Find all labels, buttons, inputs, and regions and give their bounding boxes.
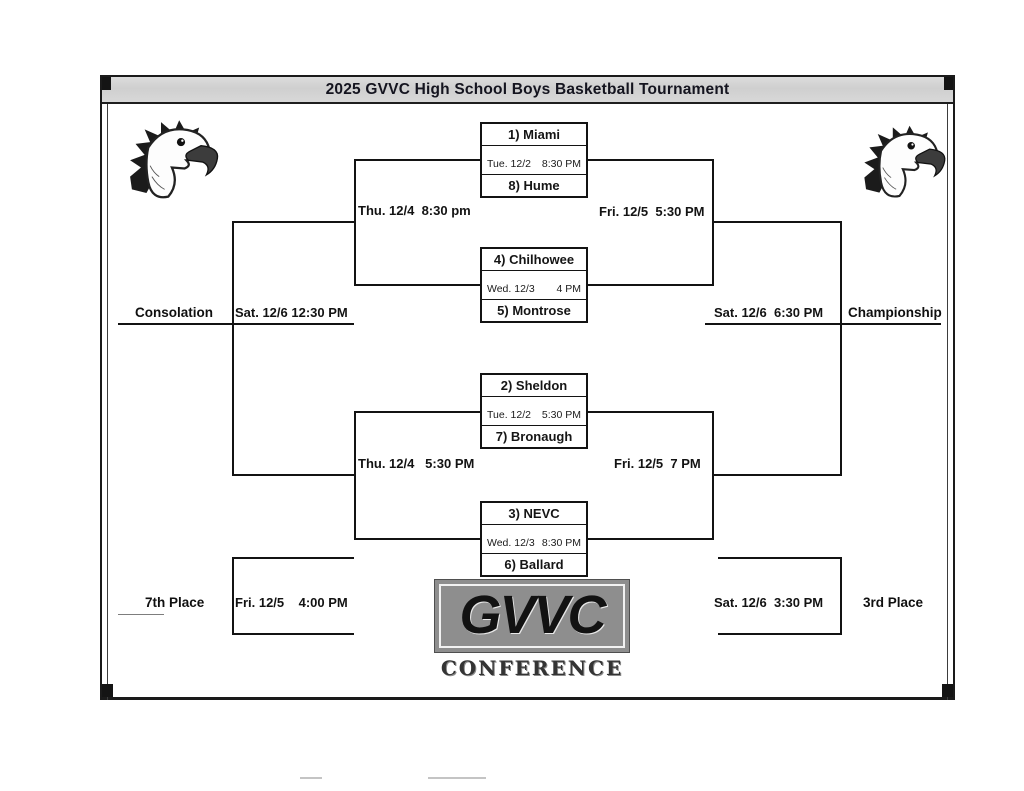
scan-corner-mark [102,77,111,90]
bracket-line [232,557,354,559]
team-seed-4: 4) Chilhowee [493,252,575,267]
bracket-line [232,221,354,223]
scan-edge-line [947,104,948,700]
team-seed-8: 8) Hume [508,178,560,193]
game-clock-text: 5:30 PM [541,409,581,421]
bracket-line [840,557,842,635]
championship-label: Championship [848,305,942,320]
bracket-line [232,474,354,476]
team-seed-6: 6) Ballard [504,557,564,572]
scan-corner-mark [102,684,113,697]
game-date-text: Wed. 12/3 [487,537,535,549]
game-clock-text: 4 PM [556,283,581,295]
scan-edge-line [107,104,108,700]
game-box-4v5: 4) Chilhowee Wed. 12/3 4 PM 5) Montrose [480,247,588,323]
eagle-mascot-right [855,119,949,211]
bracket-line [354,538,480,540]
gvvc-logo: GVVC [434,579,630,653]
bracket-line [232,633,354,635]
consolation-semifinal-bottom-time: Thu. 12/4 5:30 PM [358,456,475,471]
game-4v5-time: Wed. 12/3 4 PM [482,270,586,300]
semifinal-top-time: Fri. 12/5 5:30 PM [599,204,705,219]
team-seed-1: 1) Miami [507,127,560,142]
page-title: 2025 GVVC High School Boys Basketball To… [325,81,730,98]
bracket-line [840,221,842,476]
bracket-line [588,411,712,413]
bracket-line [354,159,356,286]
eagle-icon [864,125,946,198]
gvvc-logo-frame [439,584,625,648]
scan-noise-mark [300,777,322,779]
bracket-line [588,159,712,161]
bracket-line [588,284,712,286]
bracket-line [718,633,840,635]
semifinal-bottom-time: Fri. 12/5 7 PM [614,456,701,471]
bracket-line [718,557,840,559]
bracket-line [118,323,354,325]
bracket-line [354,411,480,413]
game-3v6-time: Wed. 12/3 8:30 PM [482,524,586,554]
scan-corner-mark [944,77,953,90]
bracket-line [232,557,234,635]
consolation-semifinal-top-time: Thu. 12/4 8:30 pm [358,203,471,218]
game-date-text: Tue. 12/2 [487,409,531,421]
game-box-3v6: 3) NEVC Wed. 12/3 8:30 PM 6) Ballard [480,501,588,577]
team-seed-2: 2) Sheldon [500,378,568,393]
game-clock-text: 8:30 PM [541,158,581,170]
team-seed-7: 7) Bronaugh [495,429,573,444]
bracket-line [712,474,840,476]
game-date-text: Tue. 12/2 [487,158,531,170]
championship-time: Sat. 12/6 6:30 PM [714,305,824,320]
title-band: 2025 GVVC High School Boys Basketball To… [102,77,953,104]
bracket-line [354,411,356,540]
bracket-line [232,221,234,476]
bracket-line [712,221,840,223]
consolation-final-time: Sat. 12/6 12:30 PM [235,305,348,320]
gvvc-logo-subtitle: CONFERENCE [440,656,624,680]
team-seed-3: 3) NEVC [508,506,560,521]
eagle-mascot-left [120,113,222,213]
bracket-line [705,323,941,325]
game-date-text: Wed. 12/3 [487,283,535,295]
consolation-label: Consolation [135,305,213,320]
seventh-place-time: Fri. 12/5 4:00 PM [235,595,348,610]
bracket-line [354,159,480,161]
third-place-time: Sat. 12/6 3:30 PM [714,595,824,610]
third-place-label: 3rd Place [863,595,924,610]
game-2v7-time: Tue. 12/2 5:30 PM [482,396,586,426]
game-clock-text: 8:30 PM [541,537,581,549]
scan-stub-line [118,614,164,615]
scan-corner-mark [942,684,953,697]
team-seed-5: 5) Montrose [497,303,571,318]
scan-noise-mark [428,777,486,779]
gvvc-logo-text: GVVC [459,585,606,645]
bracket-line [588,538,712,540]
eagle-icon [130,120,219,199]
game-box-1v8: 1) Miami Tue. 12/2 8:30 PM 8) Hume [480,122,588,198]
bracket-line [354,284,480,286]
game-box-2v7: 2) Sheldon Tue. 12/2 5:30 PM 7) Bronaugh [480,373,588,449]
tournament-bracket: 2025 GVVC High School Boys Basketball To… [100,75,955,700]
game-1v8-time: Tue. 12/2 8:30 PM [482,145,586,175]
seventh-place-label: 7th Place [145,595,205,610]
